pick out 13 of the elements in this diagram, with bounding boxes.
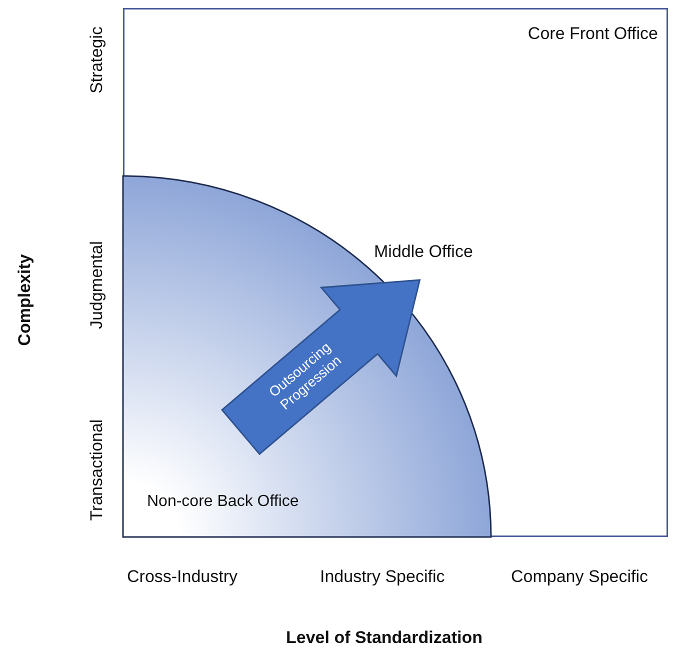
axis-tick-label: Industry Specific (320, 567, 445, 587)
axis-tick-label: Strategic (87, 26, 107, 94)
block-arrow (221, 279, 421, 456)
region-label: Middle Office (374, 242, 473, 262)
region-label: Non-core Back Office (147, 493, 299, 511)
axis-tick-label: Transactional (87, 419, 107, 521)
axis-tick-label: Judgmental (87, 241, 107, 329)
axis-tick-label: Company Specific (511, 567, 648, 587)
quarter-circle-region (123, 176, 491, 537)
axis-title: Complexity (15, 254, 35, 346)
axis-tick-label: Cross-Industry (127, 567, 238, 587)
axis-title: Level of Standardization (286, 628, 482, 648)
region-label: Core Front Office (528, 24, 658, 44)
